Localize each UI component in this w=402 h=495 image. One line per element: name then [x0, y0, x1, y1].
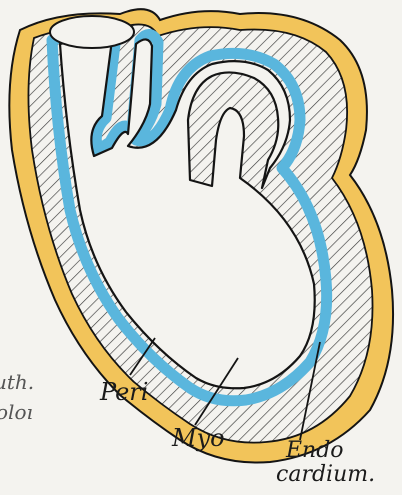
label-endocardium-line2: cardium.	[276, 462, 375, 487]
label-endocardium-line1: Endo	[286, 438, 344, 463]
margin-text-bottom: oloı	[0, 400, 33, 424]
margin-text-top: uth.	[0, 370, 34, 394]
vessel-opening	[50, 16, 134, 48]
label-pericardium: Peri	[100, 378, 148, 406]
label-myocardium: Myo	[172, 424, 225, 452]
